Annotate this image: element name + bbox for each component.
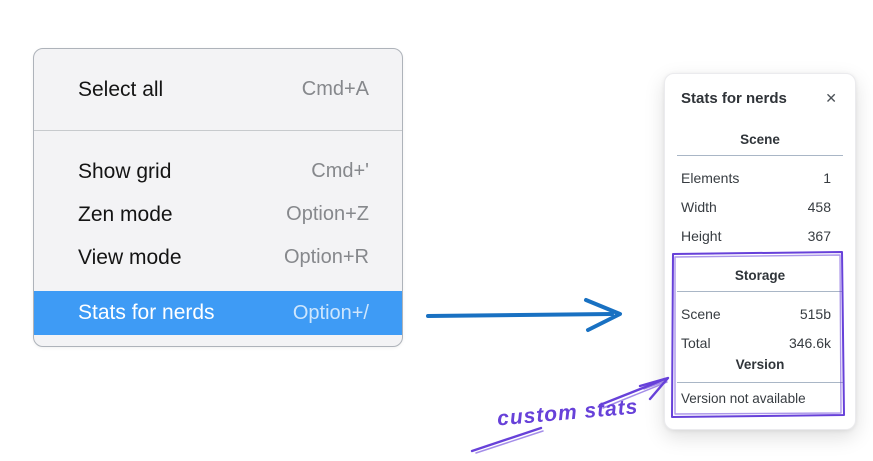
storage-section-divider <box>677 291 843 292</box>
stat-value: 515b <box>799 305 831 322</box>
scene-rows: Elements 1 Width 458 Height 367 <box>681 163 839 250</box>
stat-row-total-storage: Total 346.6k <box>681 328 839 357</box>
stat-row-scene-storage: Scene 515b <box>681 299 839 328</box>
context-menu: Select all Cmd+A Show grid Cmd+' Zen mod… <box>33 48 403 347</box>
stat-label: Height <box>681 227 722 244</box>
menu-item-view-mode[interactable]: View mode Option+R <box>34 236 402 279</box>
stats-panel: Stats for nerds ✕ Scene Elements 1 Width… <box>664 73 856 430</box>
stat-value: 367 <box>807 227 831 244</box>
scene-section-header: Scene <box>740 132 780 147</box>
menu-group-main: Show grid Cmd+' Zen mode Option+Z View m… <box>34 131 402 346</box>
menu-item-shortcut: Cmd+' <box>311 160 369 182</box>
menu-item-shortcut: Option+R <box>283 246 369 268</box>
stat-label: Width <box>681 198 717 215</box>
menu-item-zen-mode[interactable]: Zen mode Option+Z <box>34 193 402 236</box>
menu-item-stats-for-nerds[interactable]: Stats for nerds Option+/ <box>34 291 402 335</box>
close-icon[interactable]: ✕ <box>825 90 837 106</box>
menu-item-label: Show grid <box>78 159 172 183</box>
stat-row-elements: Elements 1 <box>681 163 839 192</box>
menu-item-label: Zen mode <box>78 202 173 226</box>
stat-label: Elements <box>681 169 740 186</box>
stat-value: 346.6k <box>788 334 831 351</box>
menu-item-label: Stats for nerds <box>78 301 215 324</box>
menu-item-label: Select all <box>78 77 164 101</box>
scene-section-divider <box>677 155 843 156</box>
blue-arrow <box>426 298 622 332</box>
version-note: Version not available <box>681 390 806 406</box>
stat-value: 1 <box>823 169 831 186</box>
stats-panel-title: Stats for nerds <box>681 89 787 107</box>
storage-section-header: Storage <box>734 268 786 283</box>
menu-separator <box>34 130 402 131</box>
menu-item-shortcut: Cmd+A <box>301 78 369 100</box>
stat-label: Total <box>681 334 711 351</box>
version-section-header: Version <box>735 357 785 372</box>
menu-item-show-grid[interactable]: Show grid Cmd+' <box>34 150 402 193</box>
menu-item-select-all[interactable]: Select all Cmd+A <box>34 68 402 111</box>
stat-label: Scene <box>681 305 721 322</box>
menu-item-shortcut: Option+Z <box>286 203 369 225</box>
menu-item-shortcut: Option+/ <box>292 301 369 324</box>
stats-panel-header: Stats for nerds ✕ <box>681 86 839 110</box>
menu-group-top: Select all Cmd+A <box>34 49 402 130</box>
menu-item-label: View mode <box>78 245 182 269</box>
stat-row-height: Height 367 <box>681 221 839 250</box>
stat-row-width: Width 458 <box>681 192 839 221</box>
annotation-label: custom stats <box>496 395 640 431</box>
storage-rows: Scene 515b Total 346.6k <box>681 299 839 357</box>
stat-value: 458 <box>807 198 831 215</box>
